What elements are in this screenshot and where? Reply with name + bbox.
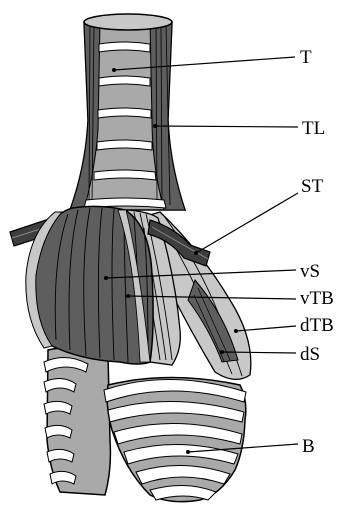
ventral-syringeal-muscle xyxy=(26,206,153,364)
label-point-dTB xyxy=(234,329,238,333)
label-line-ST xyxy=(196,193,298,253)
label-point-vTB xyxy=(126,294,130,298)
label-ST: ST xyxy=(301,176,324,197)
trachea xyxy=(70,14,185,210)
label-vS: vS xyxy=(300,261,320,282)
label-point-TL xyxy=(153,124,157,128)
label-line-dTB xyxy=(236,326,296,331)
label-point-T xyxy=(112,68,116,72)
label-TL: TL xyxy=(302,118,325,139)
right-bronchus xyxy=(104,378,246,502)
label-point-ST xyxy=(194,251,198,255)
label-dTB: dTB xyxy=(300,315,334,336)
label-point-vS xyxy=(104,276,108,280)
label-B: B xyxy=(302,436,315,457)
label-dS: dS xyxy=(300,344,320,365)
label-line-TL xyxy=(155,126,298,127)
label-point-B xyxy=(186,450,190,454)
label-point-dS xyxy=(220,350,224,354)
label-T: T xyxy=(300,47,312,68)
label-vTB: vTB xyxy=(300,288,334,309)
left-bronchus xyxy=(44,348,110,496)
